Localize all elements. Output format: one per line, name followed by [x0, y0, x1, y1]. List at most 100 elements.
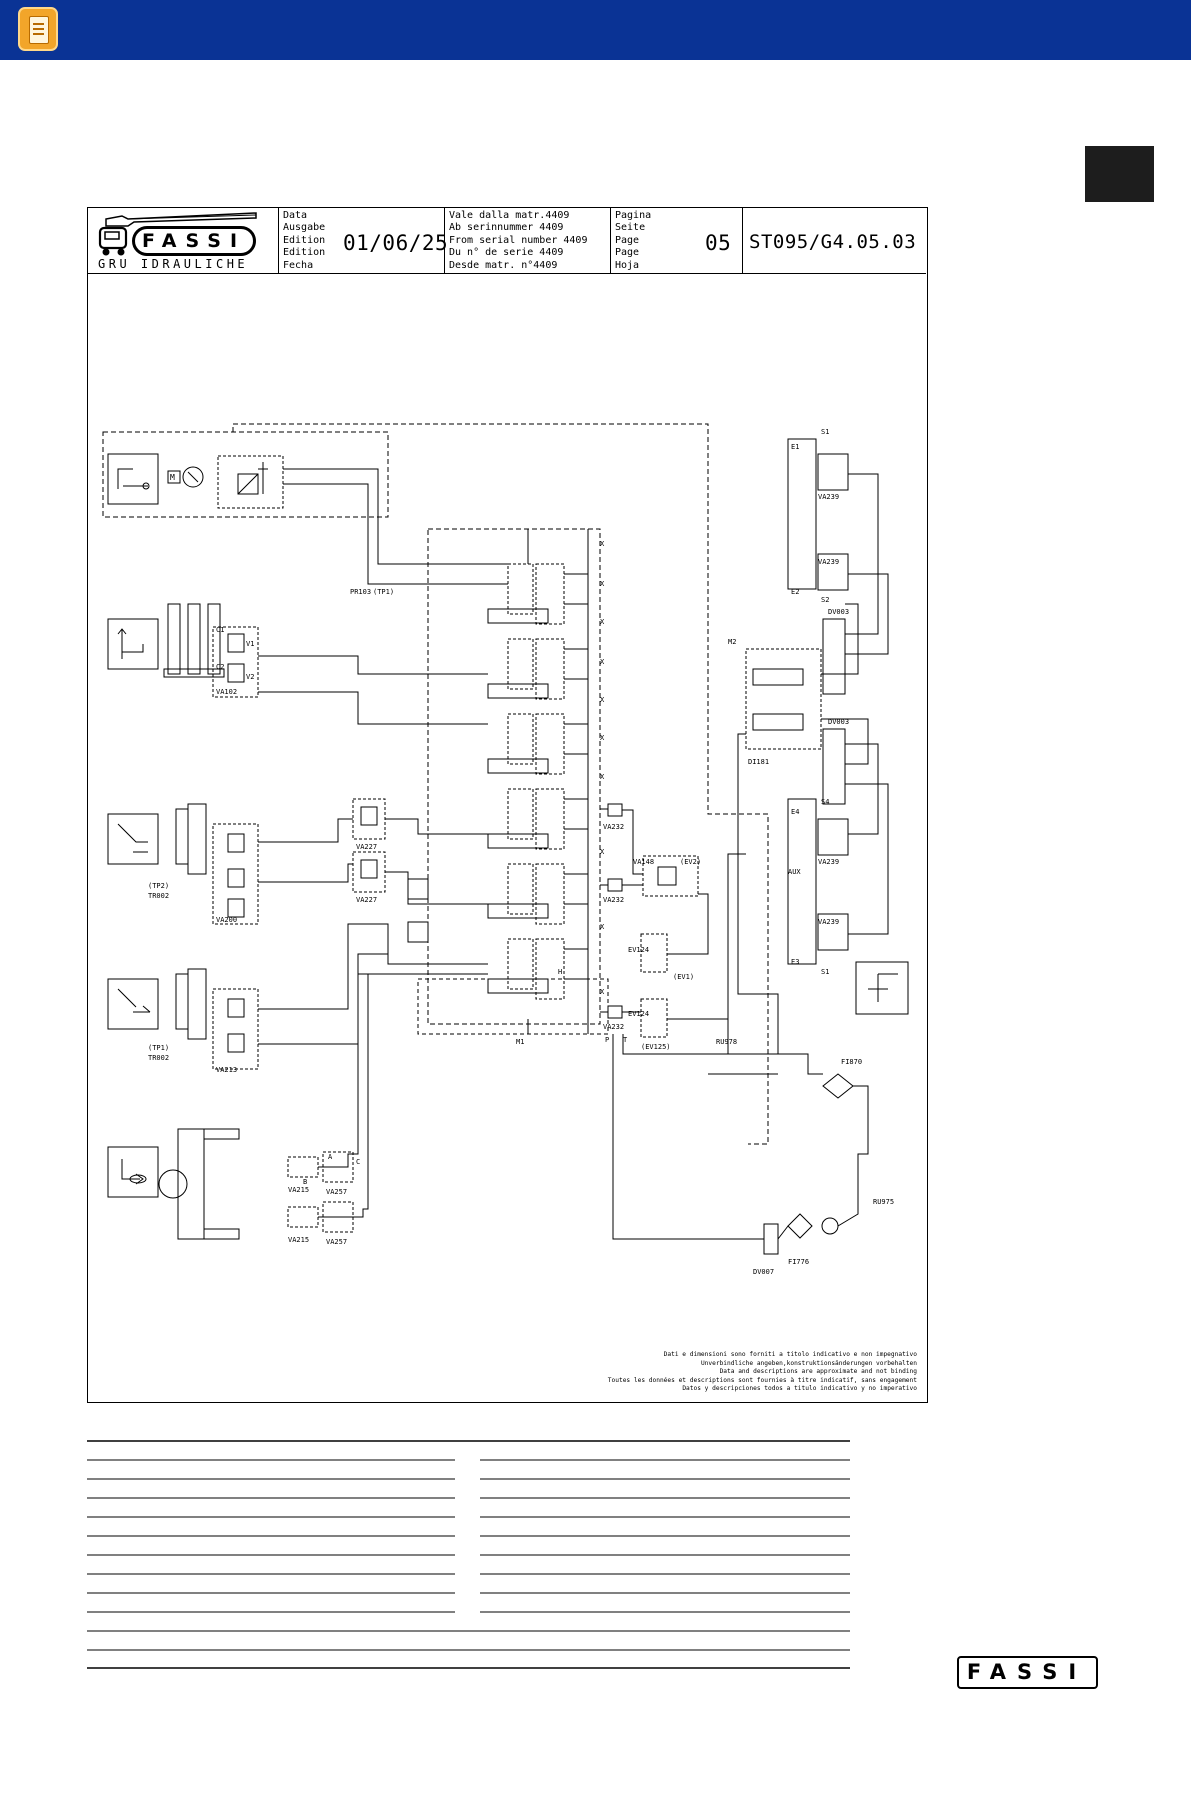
page-label: Page: [615, 247, 640, 259]
label-va257: VA257: [326, 1238, 347, 1246]
label-va213: VA213: [216, 1066, 237, 1074]
fassi-logo: FASSI: [132, 226, 256, 256]
label-pr103: PR103: [350, 588, 371, 596]
label-va257: VA257: [326, 1188, 347, 1196]
label-va227: VA227: [356, 896, 377, 904]
label-a: A: [328, 1153, 333, 1161]
label-e4: E4: [791, 808, 799, 816]
title-block: FASSI GRU IDRAULICHE Data Ausgabe Editio…: [88, 208, 926, 274]
label-va232: VA232: [603, 823, 624, 831]
label-fi776: FI776: [788, 1258, 809, 1266]
serial-label: Desde matr. n°4409: [449, 259, 558, 271]
doc-code: ST095/G4.05.03: [749, 231, 917, 253]
label-m1: M1: [516, 1038, 524, 1046]
serial-label: Ab serinnummer 4409: [449, 222, 564, 234]
label-t: T: [623, 1036, 628, 1044]
label-dv007: DV007: [753, 1268, 774, 1276]
page-cell: Pagina Seite Page Page Hoja 05: [611, 208, 743, 273]
edition-date: 01/06/25: [343, 231, 449, 255]
serial-labels: Vale dalla matr.4409 Ab serinnummer 4409…: [449, 210, 587, 272]
page-labels: Pagina Seite Page Page Hoja: [615, 210, 651, 272]
truck-icon: [98, 226, 128, 256]
disclaimer-line: Data and descriptions are approximate an…: [719, 1368, 917, 1376]
label-va102: VA102: [216, 688, 237, 696]
label-tp1-top: (TP1): [373, 588, 394, 596]
actuator-icon-rotation: [107, 453, 159, 505]
label-e1: E1: [791, 443, 799, 451]
notes-lines: [87, 1440, 850, 1669]
logo-cell: FASSI GRU IDRAULICHE: [88, 208, 279, 273]
label-ev1: (EV1): [673, 973, 694, 981]
date-label: Data: [283, 210, 308, 221]
document-icon[interactable]: [18, 7, 58, 51]
right-circuit: [607, 438, 854, 1255]
disclaimer-line: Datos y descripciones todos a titulo ind…: [682, 1385, 917, 1393]
drawing-sheet: FASSI GRU IDRAULICHE Data Ausgabe Editio…: [87, 207, 928, 1403]
label-va232: VA232: [603, 1023, 624, 1031]
footer-fassi-logo: FASSI: [957, 1656, 1098, 1689]
brand-subtitle: GRU IDRAULICHE: [98, 257, 249, 271]
date-label: Edition: [283, 247, 326, 259]
top-bar: [0, 0, 1191, 60]
label-ru975: RU975: [873, 1198, 894, 1206]
label-x: X: [600, 658, 605, 666]
actuator-icon-jib: [107, 813, 159, 865]
section-tab-marker: [1085, 146, 1154, 202]
svg-text:M: M: [170, 473, 175, 482]
label-x: X: [600, 988, 605, 996]
date-label: Edition: [283, 234, 326, 246]
label-x: X: [600, 848, 605, 856]
label-va227: VA227: [356, 843, 377, 851]
label-va148: VA148: [633, 858, 654, 866]
main-valve-boundary: [427, 528, 601, 1025]
date-cell: Data Ausgabe Edition Edition Fecha 01/06…: [279, 208, 449, 273]
label-s2: S2: [821, 596, 829, 604]
valve-blocks: [212, 626, 429, 1233]
cylinders: [158, 603, 240, 1240]
serial-cell: Vale dalla matr.4409 Ab serinnummer 4409…: [445, 208, 611, 273]
label-x: X: [600, 618, 605, 626]
inlet-section-boundary: [417, 978, 609, 1035]
label-va232: VA232: [603, 896, 624, 904]
page-number: 05: [705, 231, 732, 255]
label-ev125: (EV125): [641, 1043, 671, 1051]
brand-name: FASSI: [141, 230, 247, 252]
label-tp1: (TP1): [148, 1044, 169, 1052]
label-s4: S4: [821, 798, 829, 806]
footer-brand: FASSI: [966, 1660, 1088, 1684]
label-ev2: (EV2): [680, 858, 701, 866]
label-fi870: FI870: [841, 1058, 862, 1066]
label-x: X: [600, 923, 605, 931]
label-c1: C1: [216, 626, 224, 634]
label-s1: S1: [821, 968, 829, 976]
disclaimer-line: Dati e dimensioni sono forniti a titolo …: [663, 1351, 917, 1359]
disclaimer-line: Toutes les données et descriptions sont …: [607, 1376, 917, 1384]
crane-logo-icon: [105, 212, 257, 227]
page-label: Page: [615, 234, 640, 246]
serial-label: Du n° de serie 4409: [449, 247, 564, 259]
page-label: Pagina: [615, 210, 652, 221]
label-c2: C2: [216, 663, 224, 671]
label-va239: VA239: [818, 858, 839, 866]
doc-code-cell: ST095/G4.05.03: [743, 208, 926, 273]
disclaimer-line: Unverbindliche angeben,konstruktionsände…: [700, 1359, 917, 1367]
label-dv003: DV003: [828, 608, 849, 616]
label-dv003: DV003: [828, 718, 849, 726]
label-ru978: RU978: [716, 1038, 737, 1046]
label-ev124: EV124: [628, 1010, 649, 1018]
return-pilot-line: [232, 423, 769, 1145]
schematic-labels: PR103 (TP1) VA102 C1 C2 V1 V2 VA200 VA21…: [148, 428, 894, 1276]
label-s1: S1: [821, 428, 829, 436]
label-b: B: [303, 1178, 307, 1186]
date-labels: Data Ausgabe Edition Edition Fecha: [283, 210, 325, 272]
label-x: X: [600, 580, 605, 588]
label-va239: VA239: [818, 493, 839, 501]
hydraulic-schematic: M: [102, 423, 909, 1276]
label-tr002: TR002: [148, 892, 169, 900]
actuator-icons: [107, 453, 909, 1198]
actuator-icon-slew: [107, 1146, 159, 1198]
label-x: X: [600, 773, 605, 781]
actuator-icon-boom: [107, 618, 159, 670]
label-h: H: [558, 968, 562, 976]
label-di181: DI181: [748, 758, 769, 766]
